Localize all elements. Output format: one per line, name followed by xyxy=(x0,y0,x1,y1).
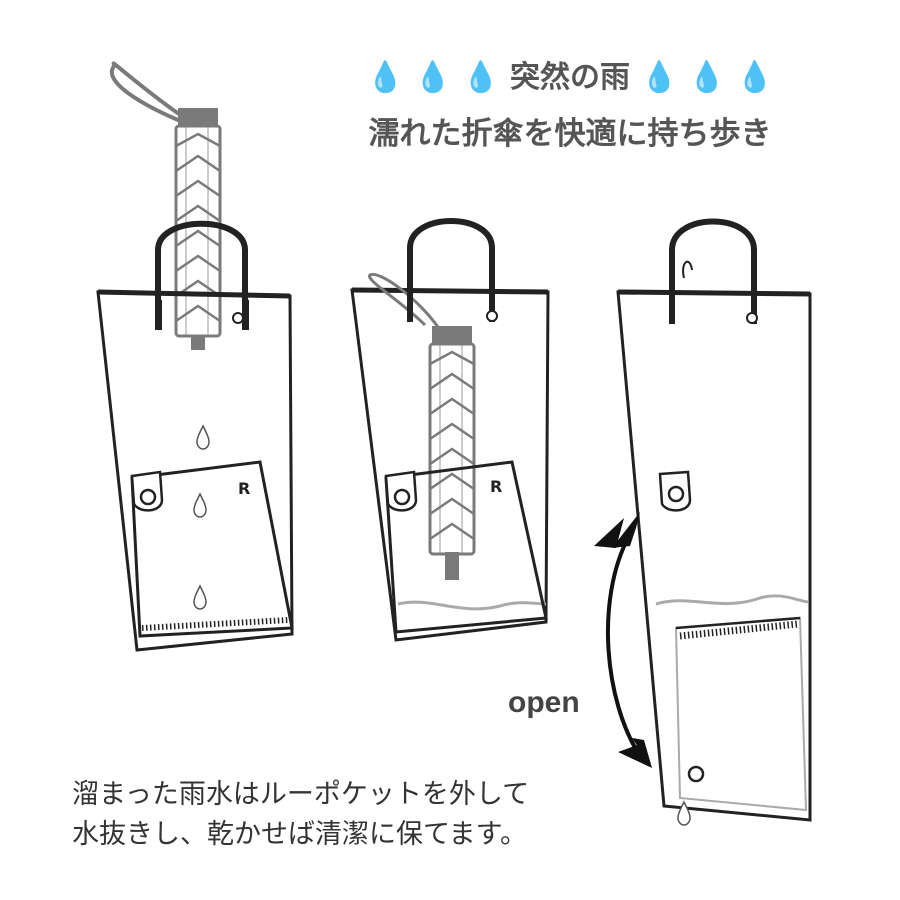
water-drop-icon: 💧 xyxy=(366,60,404,95)
umbrella-strap-1 xyxy=(109,61,192,127)
umbrella-2 xyxy=(428,342,476,556)
pocket-1 xyxy=(130,460,294,638)
umbrella-1 xyxy=(174,124,222,338)
open-arrow xyxy=(605,537,642,758)
water-drop-icon: 💧 xyxy=(640,60,678,95)
headline-title: 突然の雨 xyxy=(510,60,630,95)
bag-body-3 xyxy=(616,290,812,822)
caption-line-1: 溜まった雨水はルーポケットを外して xyxy=(72,779,530,810)
water-line-3 xyxy=(655,594,809,606)
water-line-2 xyxy=(397,600,547,611)
open-label: open xyxy=(508,686,580,719)
umbrella-strap-2 xyxy=(368,273,442,331)
bag-3-pocket-open xyxy=(594,218,812,826)
bag-1-umbrella-inserting: R xyxy=(96,61,294,652)
water-drop-icon: 💧 xyxy=(414,60,452,95)
title-line: 💧 💧 💧 突然の雨 💧 💧 💧 xyxy=(300,52,840,96)
bag-handle-3 xyxy=(669,218,757,324)
bag-handle-1 xyxy=(155,220,248,330)
logo-mark-2: R xyxy=(490,477,502,496)
bag-2-umbrella-stored: R xyxy=(350,218,550,642)
water-drop-icon: 💧 xyxy=(688,60,726,95)
umbrella-tip-1 xyxy=(191,336,205,350)
droplet-1a xyxy=(196,425,210,450)
umbrella-cap-1 xyxy=(178,108,218,126)
water-drop-icon: 💧 xyxy=(736,60,774,95)
droplet-3 xyxy=(677,801,691,826)
umbrella-cap-2 xyxy=(432,326,472,344)
bag-handle-2 xyxy=(407,218,495,322)
caption-line-2: 水抜きし、乾かせば清潔に保てます。 xyxy=(72,819,527,850)
pocket-2 xyxy=(384,460,548,634)
headline-subtitle: 濡れた折傘を快適に持ち歩き xyxy=(368,116,772,152)
logo-mark-1: R xyxy=(238,479,250,498)
water-drop-icon: 💧 xyxy=(462,60,500,95)
